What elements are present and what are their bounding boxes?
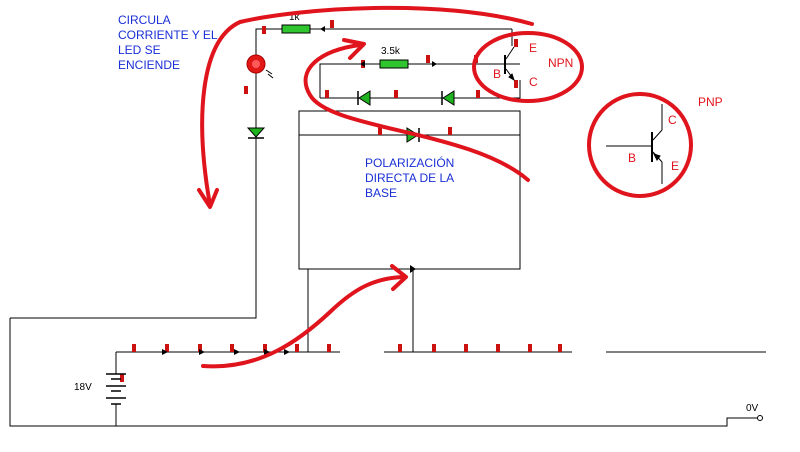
pnp-collector-label: C: [668, 113, 677, 127]
pnp-title: PNP: [698, 95, 723, 109]
marker: [132, 344, 136, 352]
marker: [558, 344, 562, 352]
current-arrows: [162, 26, 437, 355]
npn-title: NPN: [548, 56, 573, 70]
resistor-3-5k-label: 3.5k: [381, 46, 401, 57]
npn-emitter-label: E: [529, 41, 537, 55]
pnp-highlight-circle: [587, 92, 693, 198]
resistor-icon: [281, 24, 311, 34]
marker: [514, 39, 518, 47]
npn-transistor-icon: [472, 46, 515, 82]
led-note-line: CIRCULA: [118, 13, 171, 27]
marker: [262, 26, 266, 34]
marker: [432, 344, 436, 352]
npn-base-label: B: [493, 67, 501, 81]
marker: [528, 344, 532, 352]
marker: [120, 374, 124, 382]
battery-label: 18V: [74, 382, 92, 393]
led-note-line: ENCIENDE: [118, 58, 180, 72]
marker: [394, 90, 398, 98]
diode-icon: [246, 127, 266, 139]
led-current-arrow: [200, 5, 534, 207]
marker: [263, 344, 267, 352]
bias-note: POLARIZACIÓN DIRECTA DE LA BASE: [365, 155, 454, 200]
pnp-transistor-icon: [606, 104, 663, 184]
led-note-line: LED SE: [118, 43, 161, 57]
npn-highlight-circle: [472, 31, 584, 103]
base-bias-arrow: [303, 43, 530, 182]
resistor-1k-label: 1k: [289, 12, 301, 23]
ground-terminal-icon: [757, 415, 763, 421]
battery-icon: [106, 373, 126, 405]
circuit-wires: [9, 28, 766, 427]
marker: [244, 86, 248, 94]
annotation-strokes: [197, 5, 693, 369]
marker: [295, 344, 299, 352]
marker: [230, 344, 234, 352]
marker: [378, 127, 382, 135]
bias-note-line: POLARIZACIÓN: [365, 155, 454, 170]
led-note: CIRCULA CORRIENTE Y EL LED SE ENCIENDE: [118, 13, 218, 72]
marker: [330, 20, 334, 28]
diode-icon: [441, 90, 455, 106]
marker: [514, 80, 518, 88]
marker: [327, 344, 331, 352]
bias-note-line: BASE: [365, 186, 397, 200]
pnp-base-label: B: [628, 151, 636, 165]
marker: [165, 344, 169, 352]
marker: [448, 127, 452, 135]
marker: [398, 344, 402, 352]
resistor-icon: [379, 59, 409, 69]
npn-collector-label: C: [529, 75, 538, 89]
marker: [426, 55, 430, 63]
led-note-line: CORRIENTE Y EL: [118, 28, 218, 42]
bus-current-arrow: [201, 275, 405, 369]
marker: [476, 90, 480, 98]
marker: [325, 90, 329, 98]
ground-label: 0V: [746, 403, 759, 414]
marker: [198, 344, 202, 352]
marker: [496, 344, 500, 352]
led-icon: [246, 54, 274, 79]
bias-note-line: DIRECTA DE LA: [365, 171, 454, 185]
marker: [464, 344, 468, 352]
diode-icon: [357, 90, 371, 106]
pnp-emitter-label: E: [671, 159, 679, 173]
